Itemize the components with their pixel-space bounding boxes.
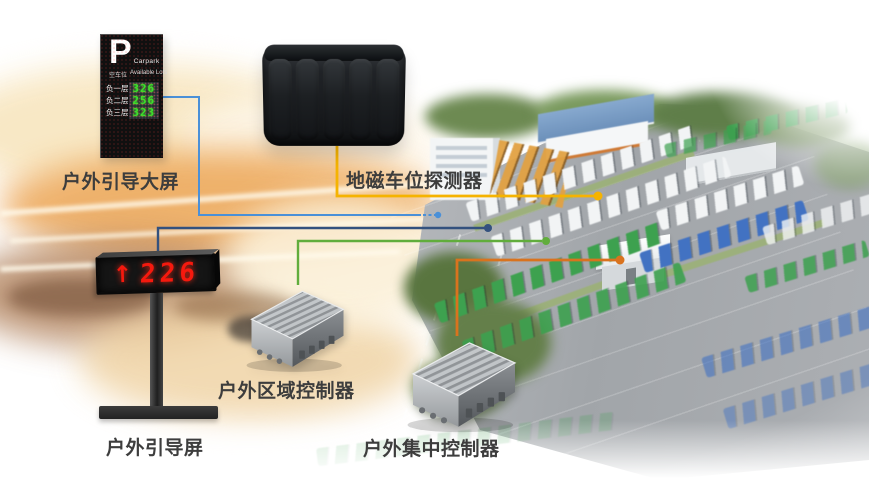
caption-en: Available Lots xyxy=(130,70,168,77)
available-lots-caption: 空车位 Available Lots xyxy=(100,70,167,80)
outdoor-guidance-led-sign: ↑ 226 xyxy=(94,248,226,428)
label-geomagnetic-detector: 地磁车位探测器 xyxy=(346,171,483,192)
label-outdoor-guidance-big-screen: 户外引导大屏 xyxy=(62,172,180,193)
caption-cn: 空车位 xyxy=(109,73,128,80)
central-controller-device xyxy=(406,342,516,433)
detector-ribs xyxy=(268,58,400,141)
label-outdoor-guidance-screen: 户外引导屏 xyxy=(106,438,204,459)
level-count-rows: 负一层 326 负二层 256 负三层 323 xyxy=(100,82,163,120)
trees xyxy=(425,94,550,139)
level-row: 负一层 326 xyxy=(106,82,159,96)
area-controller-device xyxy=(245,290,345,373)
level-name: 负二层 xyxy=(106,96,129,106)
level-row: 负二层 256 xyxy=(106,94,159,108)
label-central-controller: 户外集中控制器 xyxy=(363,439,500,460)
led-display: ↑ 226 xyxy=(95,253,217,295)
level-name: 负一层 xyxy=(106,84,129,94)
p-carpark-letter: P xyxy=(109,33,132,71)
outdoor-guidance-totem-sign: P Carpark 空车位 Available Lots 负一层 326 负二层… xyxy=(100,33,167,158)
level-count: 323 xyxy=(128,106,159,120)
up-arrow-icon: ↑ xyxy=(112,261,133,288)
level-row: 负三层 323 xyxy=(106,106,159,120)
led-count-value: 226 xyxy=(139,257,200,290)
carpark-text: Carpark xyxy=(133,58,160,66)
label-area-controller: 户外区域控制器 xyxy=(218,381,355,402)
sign-base xyxy=(99,406,218,419)
level-name: 负三层 xyxy=(106,108,129,118)
geomagnetic-detector-device xyxy=(261,44,407,146)
sign-pole xyxy=(150,293,163,409)
